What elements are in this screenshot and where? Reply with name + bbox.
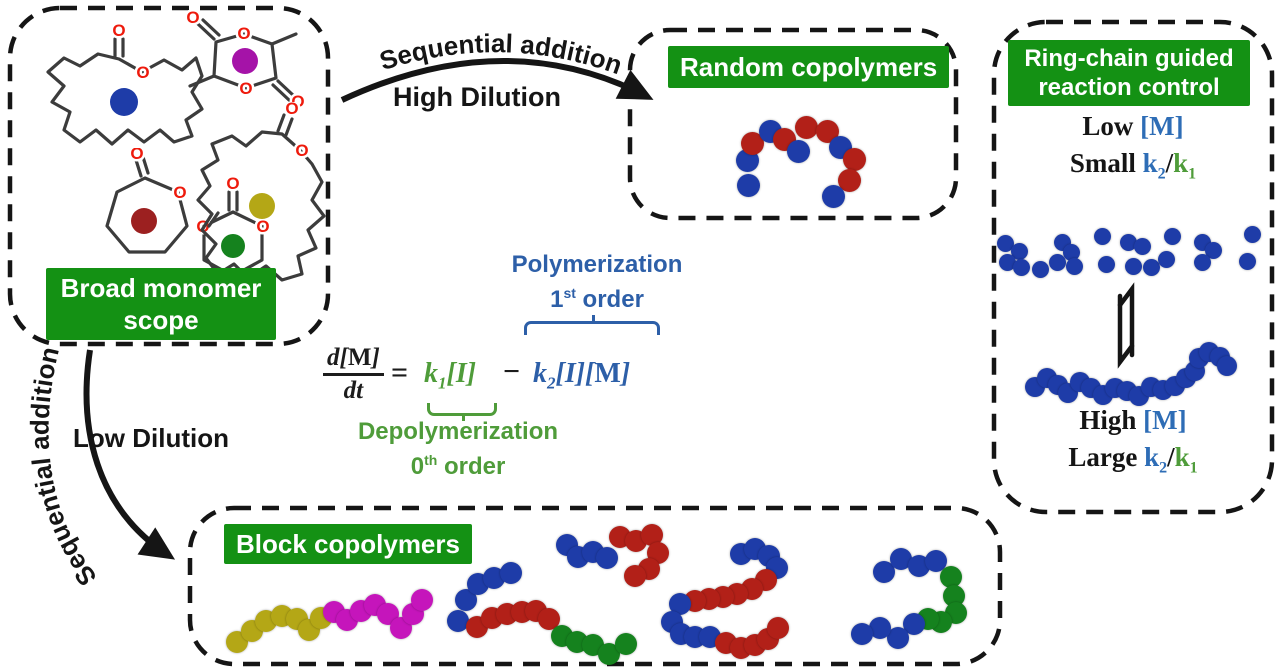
underbrace-zeroth-order xyxy=(427,403,497,421)
label-line: scope xyxy=(123,305,199,335)
top-curved-arrow xyxy=(340,57,654,103)
minus-sign: − xyxy=(503,355,521,388)
k1-symbol: k1 xyxy=(1173,148,1197,183)
random-panel-border xyxy=(627,27,959,221)
oxygen-atom: O xyxy=(136,63,149,82)
polymerization-term: k2[I][M] xyxy=(533,358,631,393)
bottom-arrow-curved-label: Sequential addition xyxy=(25,344,103,592)
overbrace-first-order xyxy=(524,315,660,335)
oxygen-atom: O xyxy=(256,217,269,236)
equilibrium-icon xyxy=(1117,282,1135,369)
depolymerization-order-label: Depolymerization 0th order xyxy=(357,418,559,480)
monomer-macrolactone: O O xyxy=(46,19,204,146)
monomer-dot-blue xyxy=(110,88,138,116)
oxygen-atom: O xyxy=(239,79,252,98)
k1-symbol: k1 xyxy=(1174,442,1198,477)
k2-symbol: k2 xyxy=(1142,148,1166,183)
monomer-dot-olive xyxy=(249,193,275,219)
ratio-prefix: Small xyxy=(1069,148,1136,178)
monomer-concentration: [M] xyxy=(1140,111,1184,141)
high-m-state: High [M] Large k2/k1 xyxy=(992,402,1274,486)
oxygen-atom: O xyxy=(130,148,143,163)
polymerization-order-label: Polymerization 1st order xyxy=(511,251,683,313)
oxygen-atom: O xyxy=(295,141,308,160)
ringchain-panel-border xyxy=(991,19,1275,515)
random-copolymers-label: Random copolymers xyxy=(668,46,950,88)
block-copolymers-label: Block copolymers xyxy=(224,524,472,564)
low-dilution-label: Low Dilution xyxy=(73,423,229,453)
oxygen-atom: O xyxy=(291,92,304,111)
k2-symbol: k2 xyxy=(1144,442,1168,477)
rate-lhs-fraction: d[M] dt xyxy=(323,344,384,405)
monomer-lactide: O O O O xyxy=(184,10,307,114)
broad-monomer-scope-label: Broad monomer scope xyxy=(46,268,276,340)
oxygen-atom: O xyxy=(226,174,239,193)
monomer-lactone: O O xyxy=(105,148,189,254)
depolymerization-term: k1[I] xyxy=(424,358,477,393)
high-dilution-label: High Dilution xyxy=(393,82,561,112)
equals-sign: = xyxy=(391,356,409,389)
slash: / xyxy=(1165,148,1174,178)
monomer-concentration: [M] xyxy=(1143,405,1187,435)
state-prefix: High xyxy=(1079,405,1137,435)
low-m-state: Low [M] Small k2/k1 xyxy=(992,108,1274,192)
ratio-prefix: Large xyxy=(1068,442,1138,472)
oxygen-atom: O xyxy=(173,183,186,202)
label-line: Broad monomer xyxy=(60,273,262,303)
oxygen-atom: O xyxy=(112,21,125,40)
state-prefix: Low xyxy=(1082,111,1134,141)
monomer-dot-purple xyxy=(232,48,258,74)
oxygen-atom: O xyxy=(186,10,199,27)
oxygen-atom: O xyxy=(285,102,298,118)
oxygen-atom: O xyxy=(237,24,250,43)
monomer-dot-green xyxy=(221,234,245,258)
slash: / xyxy=(1167,442,1175,472)
monomer-dot-darkred xyxy=(131,208,157,234)
block-panel-border xyxy=(187,505,1003,667)
label-line: Ring-chain guided xyxy=(1024,45,1234,72)
ring-chain-guided-label: Ring-chain guided reaction control xyxy=(1008,40,1250,106)
bottom-curved-arrow xyxy=(83,349,176,560)
label-line: reaction control xyxy=(1038,74,1220,101)
